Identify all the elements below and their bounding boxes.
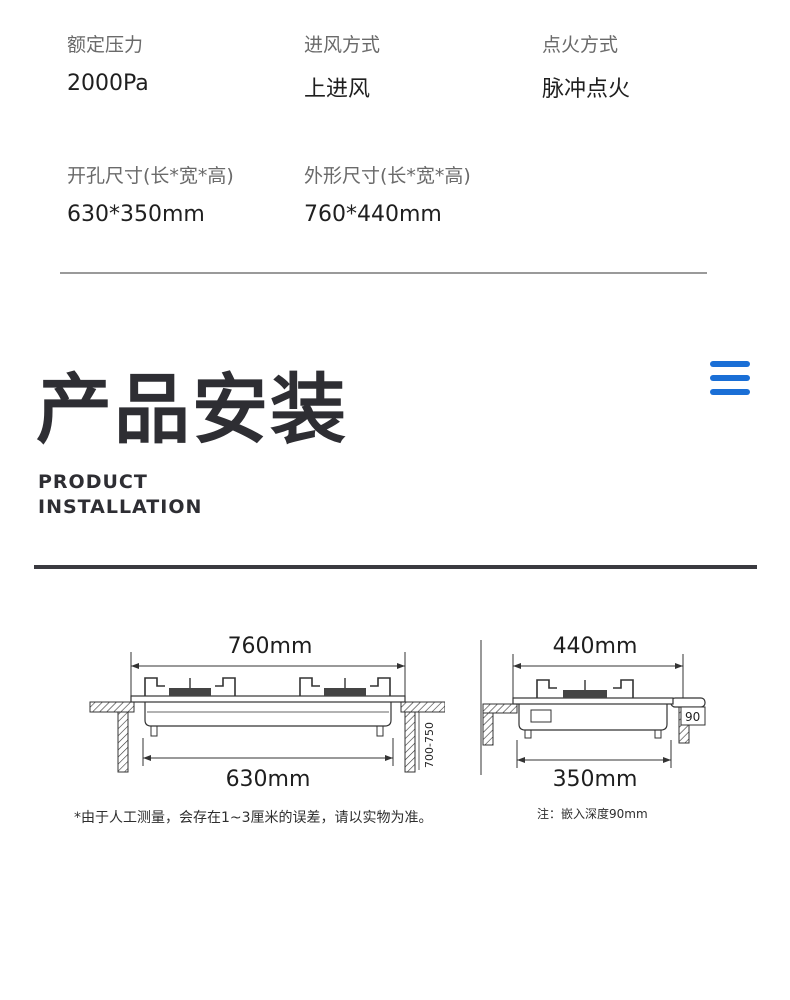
cutout-depth-label: 350mm bbox=[553, 767, 638, 792]
cabinet-height-label: 700-750 bbox=[423, 722, 436, 768]
side-burner bbox=[563, 690, 607, 698]
countertop-right bbox=[400, 701, 445, 713]
spec-value: 760*440mm bbox=[304, 202, 442, 227]
spec-divider bbox=[60, 272, 707, 274]
outer-depth-label: 440mm bbox=[553, 634, 638, 659]
side-countertop-back bbox=[482, 703, 518, 714]
cooktop-body bbox=[144, 702, 392, 727]
side-countertop-front bbox=[670, 697, 706, 708]
spec-value: 脉冲点火 bbox=[542, 77, 631, 102]
spec-cutout-size: 开孔尺寸(长*宽*高) 630*350mm bbox=[67, 161, 234, 227]
measurement-note: *由于人工测量，会存在1~3厘米的误差，请以实物为准。 bbox=[74, 810, 433, 826]
spec-label: 额定压力 bbox=[67, 34, 144, 56]
spec-value: 2000Pa bbox=[67, 71, 149, 96]
spec-value: 上进风 bbox=[304, 77, 371, 102]
embed-depth-note: 注：嵌入深度90mm bbox=[537, 807, 648, 821]
cabinet-wall-left bbox=[117, 711, 129, 773]
spec-label: 进风方式 bbox=[304, 34, 381, 56]
spec-label: 点火方式 bbox=[542, 34, 619, 56]
spec-air-intake: 进风方式 上进风 bbox=[304, 30, 380, 103]
burner-right bbox=[324, 688, 366, 696]
cabinet-wall-right bbox=[404, 711, 416, 773]
embed-depth-label: 90 bbox=[685, 710, 700, 724]
section-subtitle-line2: INSTALLATION bbox=[38, 496, 203, 518]
spec-ignition: 点火方式 脉冲点火 bbox=[542, 30, 630, 103]
burner-left bbox=[169, 688, 211, 696]
side-installation-diagram: 440mm 90 350mm bbox=[480, 634, 706, 792]
side-cooktop-panel bbox=[512, 697, 674, 705]
menu-icon[interactable] bbox=[710, 361, 750, 395]
section-title: 产品安装 bbox=[36, 365, 348, 454]
countertop-left bbox=[89, 701, 135, 713]
spec-value: 630*350mm bbox=[67, 202, 205, 227]
spec-rated-pressure: 额定压力 2000Pa bbox=[67, 30, 149, 96]
section-subtitle-line1: PRODUCT bbox=[38, 471, 148, 493]
cutout-width-label: 630mm bbox=[226, 767, 311, 792]
cooktop-panel bbox=[130, 695, 406, 703]
spec-outer-size: 外形尺寸(长*宽*高) 760*440mm bbox=[304, 161, 471, 227]
front-installation-diagram: 760mm 630mm 700-750 bbox=[89, 634, 445, 792]
spec-label: 开孔尺寸(长*宽*高) bbox=[67, 165, 234, 187]
spec-label: 外形尺寸(长*宽*高) bbox=[304, 165, 471, 187]
section-divider bbox=[34, 565, 757, 569]
outer-width-label: 760mm bbox=[228, 634, 313, 659]
section-subtitle: PRODUCT INSTALLATION bbox=[38, 470, 202, 520]
